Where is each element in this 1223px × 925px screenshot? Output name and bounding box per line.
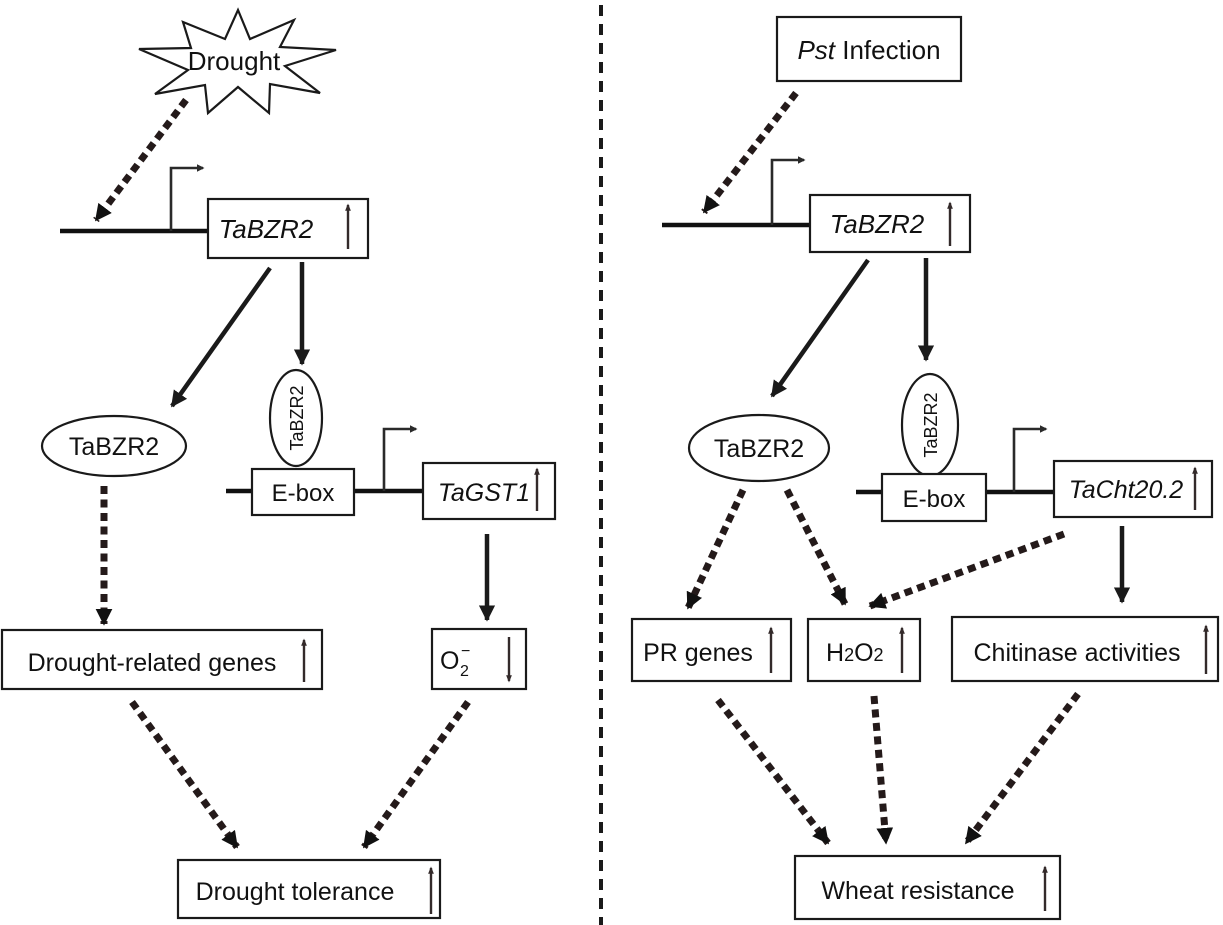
superoxide-to-tolerance-arrow — [361, 699, 471, 850]
left-bound-protein-label: TaBZR2 — [287, 385, 307, 450]
protein-to-pr-genes-arrow — [684, 488, 747, 610]
pr-genes-box: PR genes — [630, 617, 793, 683]
right-target-gene-label: TaCht20.2 — [1069, 476, 1184, 504]
left-ebox-label: E-box — [272, 480, 335, 507]
left-target-gene-box: TaGST1 — [421, 461, 557, 521]
right-protein-label: TaBZR2 — [714, 435, 804, 463]
left-ebox: E-box — [250, 467, 356, 517]
right-protein-node: TaBZR2 — [687, 413, 831, 483]
left-gene-promoter-arrow — [169, 164, 205, 231]
pst-infection-label: Pst Infection — [797, 35, 940, 65]
left-target-promoter-arrow — [382, 425, 418, 491]
pr-to-resistance-arrow — [715, 697, 831, 846]
left-gene-label: TaBZR2 — [219, 214, 314, 244]
h2o2-o: O — [854, 639, 873, 667]
infection-label: Infection — [842, 35, 940, 65]
drought-genes-label: Drought-related genes — [28, 649, 277, 677]
wheat-resistance-label: Wheat resistance — [821, 877, 1014, 905]
drought-burst-shape — [138, 7, 337, 116]
chitinase-label: Chitinase activities — [973, 639, 1180, 667]
h2o2-label: H2O2 — [826, 639, 884, 667]
drought-tolerance-label: Drought tolerance — [196, 878, 395, 906]
left-gene-box: TaBZR2 — [206, 197, 370, 260]
chitinase-box: Chitinase activities — [950, 615, 1220, 683]
wheat-resistance-box: Wheat resistance — [793, 854, 1062, 921]
h2o2-box: H2O2 — [806, 617, 922, 683]
chitinase-to-resistance-arrow — [963, 691, 1081, 846]
drought-label: Drought — [188, 46, 281, 76]
right-bound-protein-label: TaBZR2 — [921, 392, 941, 457]
genes-to-tolerance-arrow — [129, 699, 240, 850]
infection-to-gene-arrow — [701, 90, 799, 215]
right-gene-to-protein-arrow — [770, 258, 870, 398]
h2o2-h: H — [826, 639, 844, 667]
protein-to-h2o2-arrow — [783, 488, 849, 606]
drought-genes-box: Drought-related genes — [0, 628, 324, 691]
superoxide-box: O − 2 — [430, 627, 528, 691]
right-panel: Pst Infection TaBZR2 TaBZR2 TaBZR2 E-box — [630, 15, 1220, 921]
pst-label: Pst — [797, 35, 836, 65]
pr-genes-label: PR genes — [643, 639, 753, 667]
right-ebox-label: E-box — [903, 486, 966, 513]
superoxide-charge: − — [461, 643, 470, 660]
left-bound-protein: TaBZR2 — [268, 368, 324, 468]
right-target-gene-box: TaCht20.2 — [1052, 459, 1214, 519]
left-protein-node: TaBZR2 — [40, 414, 188, 478]
superoxide-o: O — [440, 647, 459, 675]
right-target-promoter-arrow — [1012, 425, 1048, 492]
superoxide-label: O — [440, 647, 459, 675]
left-gene-to-protein-arrow — [170, 266, 272, 408]
h2o2-sub1: 2 — [844, 645, 854, 665]
left-panel: Drought TaBZR2 TaBZR2 TaBZR2 E-box — [0, 7, 557, 920]
right-gene-label: TaBZR2 — [830, 209, 925, 239]
drought-stimulus: Drought — [138, 7, 337, 116]
pst-infection-box: Pst Infection — [775, 15, 963, 83]
right-bound-protein: TaBZR2 — [900, 372, 960, 478]
left-target-gene-label: TaGST1 — [438, 479, 530, 507]
right-gene-box: TaBZR2 — [808, 193, 972, 254]
right-ebox: E-box — [880, 472, 988, 523]
left-protein-label: TaBZR2 — [69, 433, 159, 461]
h2o2-sub2: 2 — [874, 645, 884, 665]
right-gene-promoter-arrow — [770, 156, 806, 225]
superoxide-subscript: 2 — [460, 663, 469, 680]
drought-to-gene-arrow — [93, 97, 189, 223]
h2o2-to-resistance-arrow — [870, 695, 894, 845]
drought-tolerance-box: Drought tolerance — [176, 858, 442, 920]
target-to-h2o2-arrow — [868, 530, 1066, 610]
